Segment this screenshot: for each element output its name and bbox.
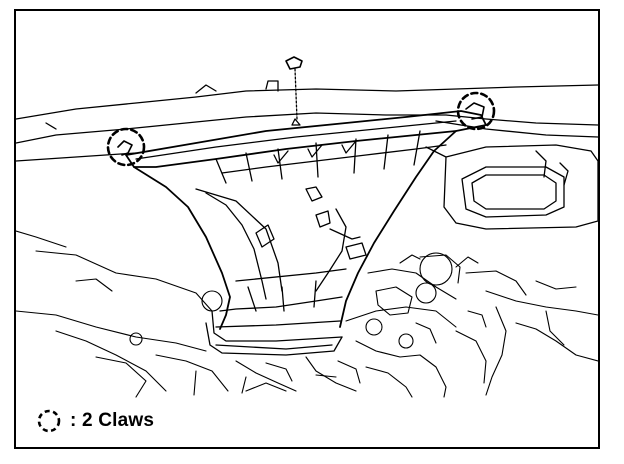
air-duct-removal-illustration — [16, 56, 598, 398]
instrument-panel-outline — [16, 80, 598, 162]
claw-marker-left — [106, 127, 146, 167]
under-dash-components — [16, 230, 598, 398]
legend-label: : 2 Claws — [70, 410, 155, 431]
dashed-circle-icon — [37, 409, 61, 433]
claw-marker-right — [456, 91, 496, 131]
diagram-frame: : 2 Claws — [14, 9, 600, 449]
defroster-duct — [125, 110, 487, 356]
legend: : 2 Claws — [36, 407, 154, 435]
side-air-vent — [425, 144, 598, 230]
screw-clip — [285, 56, 303, 126]
